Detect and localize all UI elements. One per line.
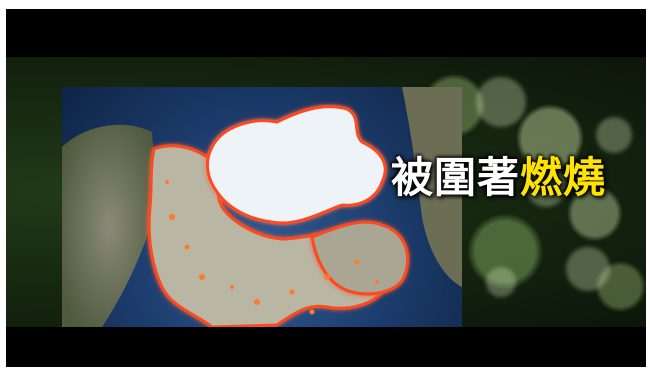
globe-illustration	[62, 87, 462, 327]
bokeh-light	[566, 247, 610, 291]
video-caption: 被圍著燃燒	[391, 153, 606, 203]
bokeh-light	[486, 267, 516, 297]
arctic-ice-cap	[205, 105, 387, 225]
video-frame: 被圍著燃燒	[6, 9, 646, 367]
bokeh-light	[596, 117, 632, 153]
boreal-forest-region-east	[310, 220, 409, 296]
video-scene: 被圍著燃燒	[6, 57, 646, 327]
caption-white-text: 被圍著	[391, 153, 521, 202]
caption-highlight-text: 燃燒	[520, 153, 607, 202]
bokeh-light	[476, 77, 526, 127]
land-mass-west	[62, 124, 157, 327]
fire-spots	[165, 180, 379, 315]
land-mass-east	[402, 87, 462, 287]
bokeh-light	[526, 167, 566, 207]
arctic-globe-image	[62, 87, 462, 327]
